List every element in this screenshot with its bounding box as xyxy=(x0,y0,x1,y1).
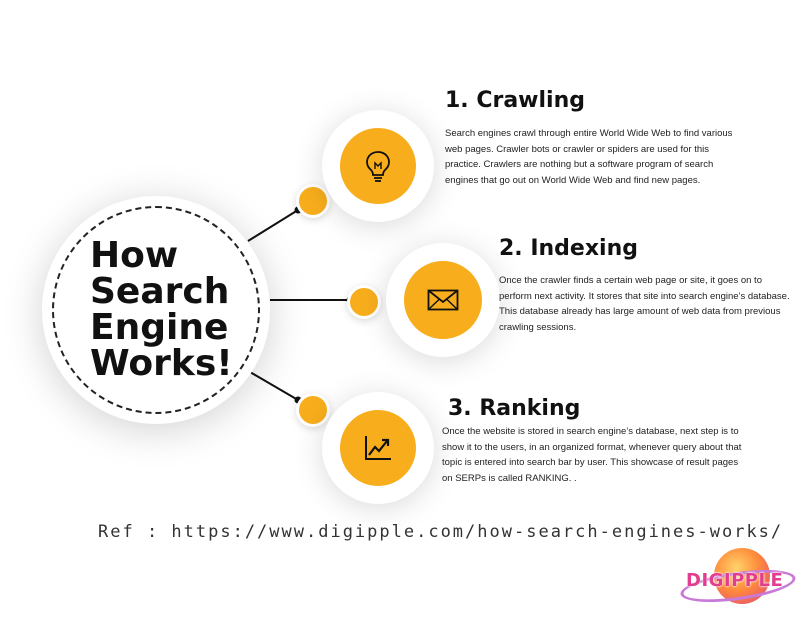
step-body-crawling: Search engines crawl through entire Worl… xyxy=(445,128,733,186)
step-title-indexing: 2. Indexing xyxy=(499,236,638,261)
ranking-badge xyxy=(340,410,416,486)
step-title-ranking: 3. Ranking xyxy=(448,396,581,421)
connector-line-crawling xyxy=(247,209,299,242)
logo-text: DIGIPPLE xyxy=(686,570,784,591)
trend-chart-icon xyxy=(365,436,391,460)
crawling-badge xyxy=(340,128,416,204)
step-body-indexing: Once the crawler finds a certain web pag… xyxy=(499,275,790,333)
step-title-crawling: 1. Crawling xyxy=(445,88,585,113)
reference-url: Ref : https://www.digipple.com/how-searc… xyxy=(98,522,784,542)
indexing-badge xyxy=(404,261,482,339)
connector-dot-crawling xyxy=(296,184,330,218)
hub-dashed-ring xyxy=(52,206,260,414)
lightbulb-icon xyxy=(366,151,390,182)
hub-circle: How Search Engine Works! xyxy=(42,196,270,424)
digipple-logo: DIGIPPLE xyxy=(676,548,798,610)
connector-line-ranking xyxy=(249,371,299,401)
envelope-icon xyxy=(427,289,459,311)
hub-title: How Search Engine Works! xyxy=(90,235,233,384)
connector-dot-indexing xyxy=(347,285,381,319)
step-body-ranking: Once the website is stored in search eng… xyxy=(442,426,742,484)
connector-dot-ranking xyxy=(296,393,330,427)
logo-planet xyxy=(714,548,770,604)
